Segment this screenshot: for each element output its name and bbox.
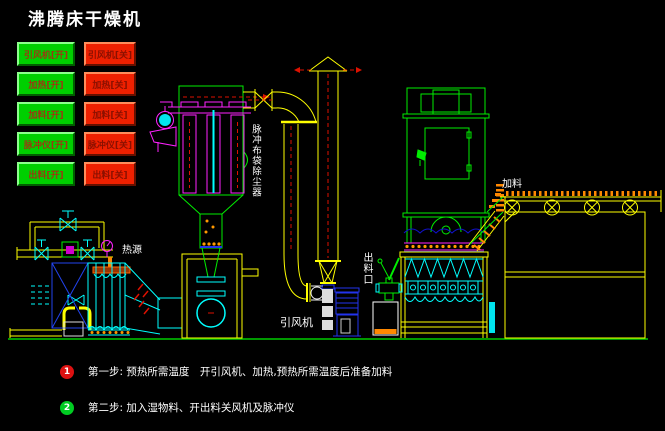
fan-on-button[interactable]: 引风机[开] xyxy=(17,42,75,66)
dust-collector xyxy=(149,85,270,249)
discharge-on-button[interactable]: 出料[开] xyxy=(17,162,75,186)
exhaust-stack xyxy=(294,56,362,290)
collector-outlet-pipe xyxy=(243,89,324,302)
discharge-off-button[interactable]: 出料[关] xyxy=(84,162,136,186)
fluidized-bed xyxy=(399,251,489,338)
discharge-assembly xyxy=(372,257,403,336)
step-2: 2 第二步: 加入湿物料、开出料关风机及脉冲仪 xyxy=(60,401,294,415)
heat-off-button[interactable]: 加热[关] xyxy=(84,72,136,96)
dryer-bed-plate xyxy=(404,242,484,252)
dryer-material-wave xyxy=(403,228,485,234)
feed-label: 加料 xyxy=(502,179,522,190)
pulse-on-button[interactable]: 脉冲仪[开] xyxy=(17,132,75,156)
fan-label: 引风机 xyxy=(280,316,313,329)
feed-off-button[interactable]: 加料[关] xyxy=(84,102,136,126)
step-2-badge: 2 xyxy=(60,401,74,415)
step-1: 1 第一步: 预热所需温度 开引风机、加热,预热所需温度后准备加料 xyxy=(60,365,392,379)
induced-draft-fan xyxy=(322,287,361,337)
step-2-text: 第二步: 加入湿物料、开出料关风机及脉冲仪 xyxy=(88,402,295,414)
pulse-off-button[interactable]: 脉冲仪[关] xyxy=(84,132,136,156)
page-title: 沸腾床干燥机 xyxy=(28,10,142,30)
feed-chute xyxy=(467,184,505,252)
step-1-text: 第一步: 预热所需温度 开引风机、加热,预热所需温度后准备加料 xyxy=(88,366,393,378)
step-1-badge: 1 xyxy=(60,365,74,379)
heat-source-unit xyxy=(9,210,183,338)
feed-conveyor xyxy=(489,190,662,216)
heat-source-label: 热源 xyxy=(122,245,142,256)
dryer-cabinet xyxy=(402,87,490,243)
feed-on-button[interactable]: 加料[开] xyxy=(17,102,75,126)
heat-on-button[interactable]: 加热[开] xyxy=(17,72,75,96)
fan-off-button[interactable]: 引风机[关] xyxy=(84,42,136,66)
discharge-port-label: 出料口 xyxy=(361,252,372,285)
collector-blower xyxy=(181,247,259,339)
dust-collector-label: 脉冲布袋除尘器 xyxy=(250,124,261,198)
platform xyxy=(489,211,646,339)
